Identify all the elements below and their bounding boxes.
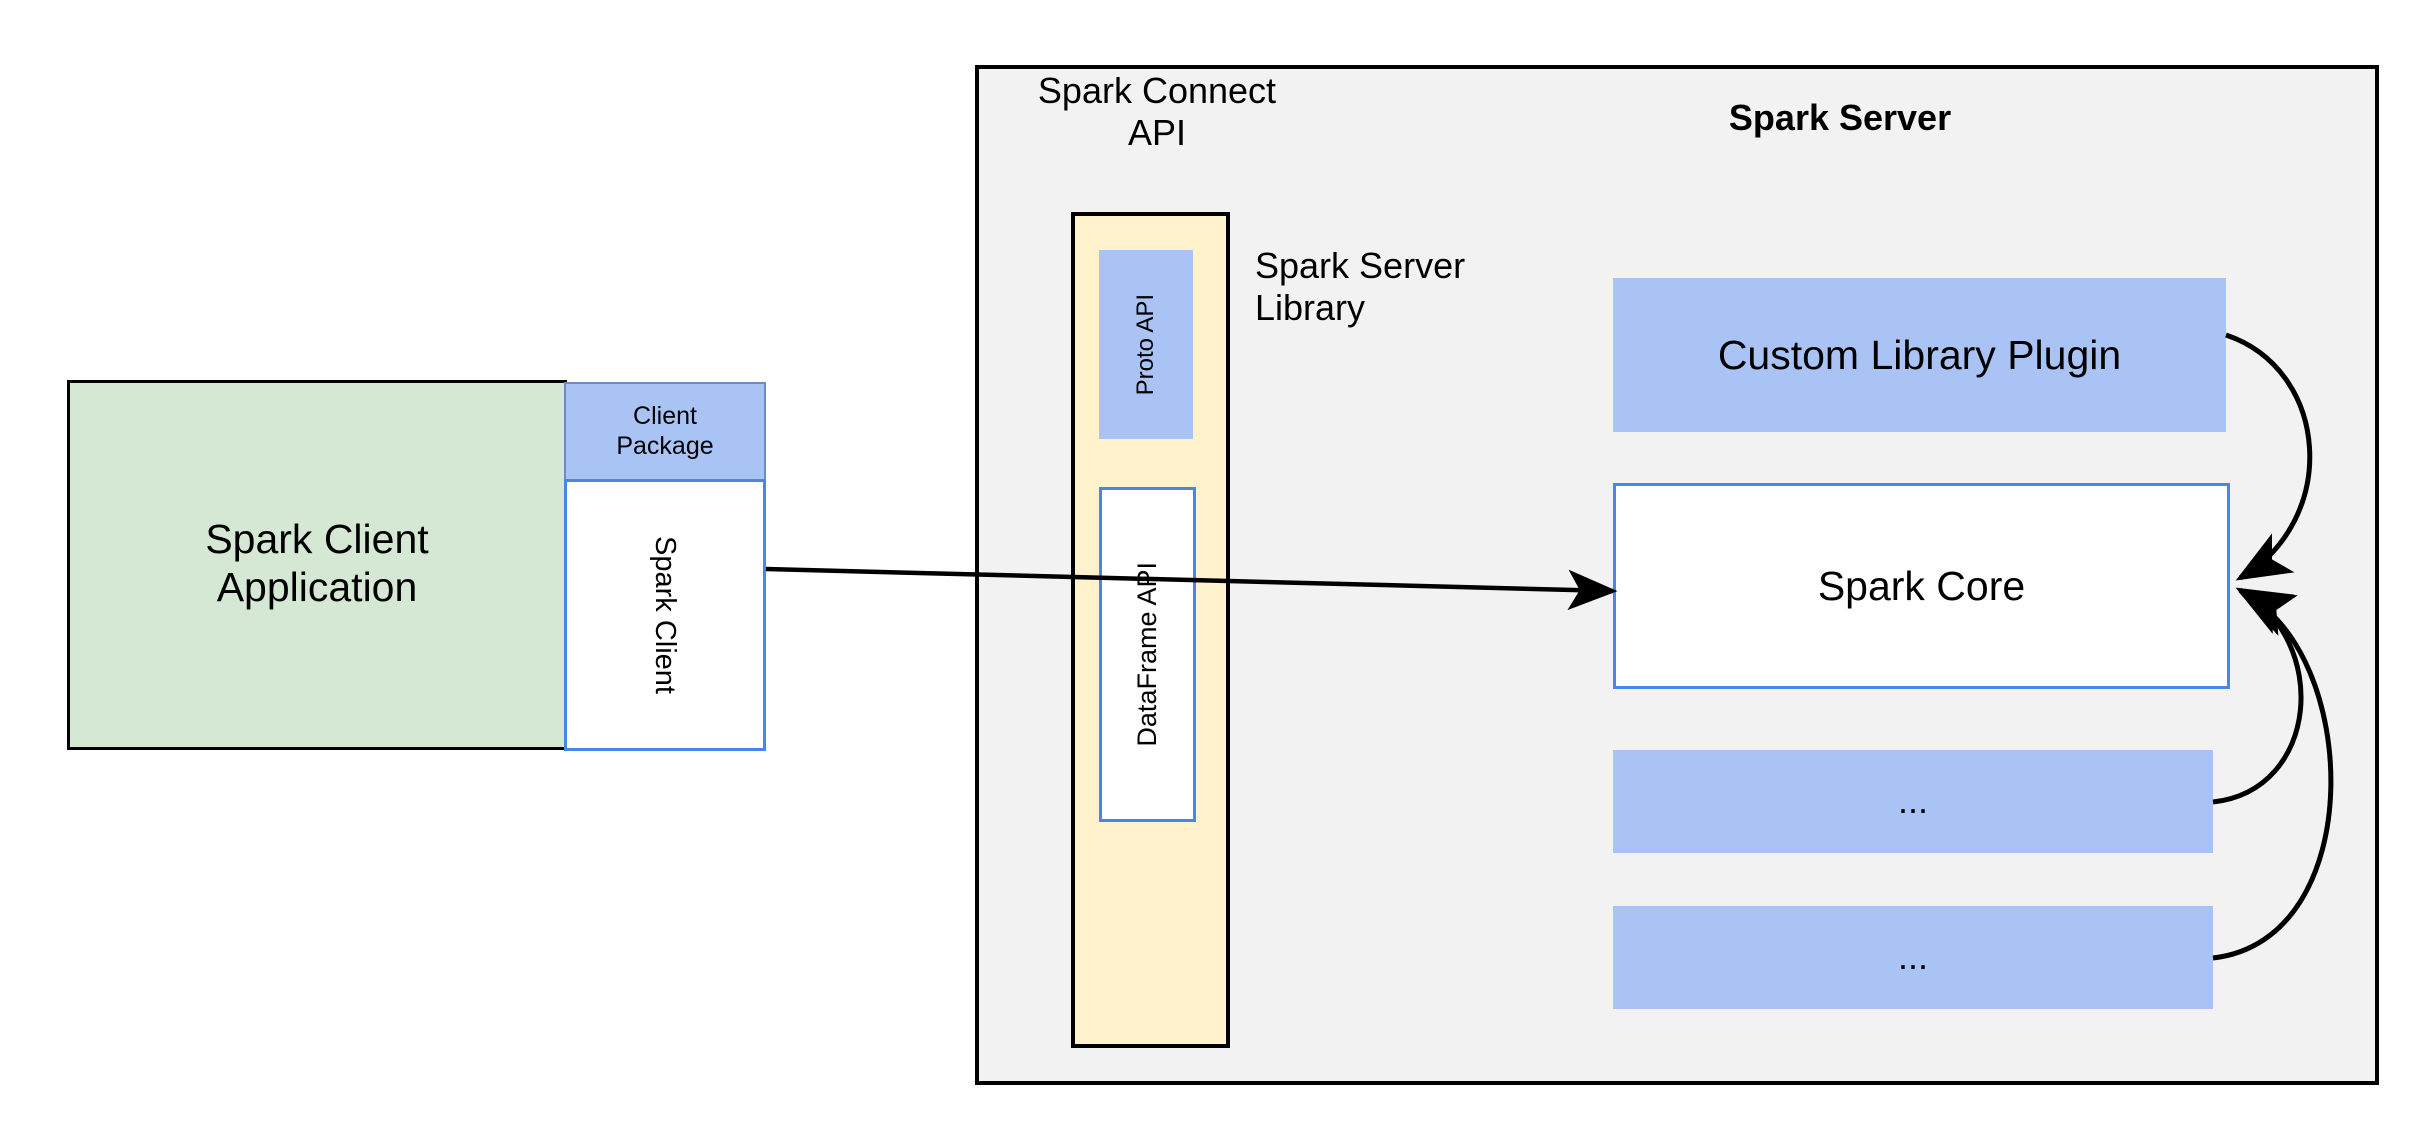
ellipsis-box-1[interactable]: ... (1613, 750, 2213, 853)
client-package-label: Client Package (616, 402, 714, 460)
spark-server-library-label: Spark Server Library (1255, 245, 1466, 329)
dataframe-api-box[interactable]: DataFrame API (1099, 487, 1196, 822)
spark-connect-api-label: Spark Connect API (1037, 70, 1277, 154)
client-package-box[interactable]: Client Package (564, 382, 766, 479)
ellipsis-box-2[interactable]: ... (1613, 906, 2213, 1009)
custom-library-plugin-box[interactable]: Custom Library Plugin (1613, 278, 2226, 432)
proto-api-box[interactable]: Proto API (1099, 250, 1193, 439)
spark-core-box[interactable]: Spark Core (1613, 483, 2230, 689)
dataframe-api-label: DataFrame API (1131, 562, 1162, 747)
spark-server-title: Spark Server (1728, 96, 1952, 138)
spark-client-application-box[interactable]: Spark Client Application (67, 380, 567, 750)
spark-client-box[interactable]: Spark Client (564, 479, 766, 751)
spark-client-label: Spark Client (649, 536, 682, 694)
proto-api-label: Proto API (1131, 293, 1159, 396)
spark-client-application-label: Spark Client Application (205, 515, 429, 610)
